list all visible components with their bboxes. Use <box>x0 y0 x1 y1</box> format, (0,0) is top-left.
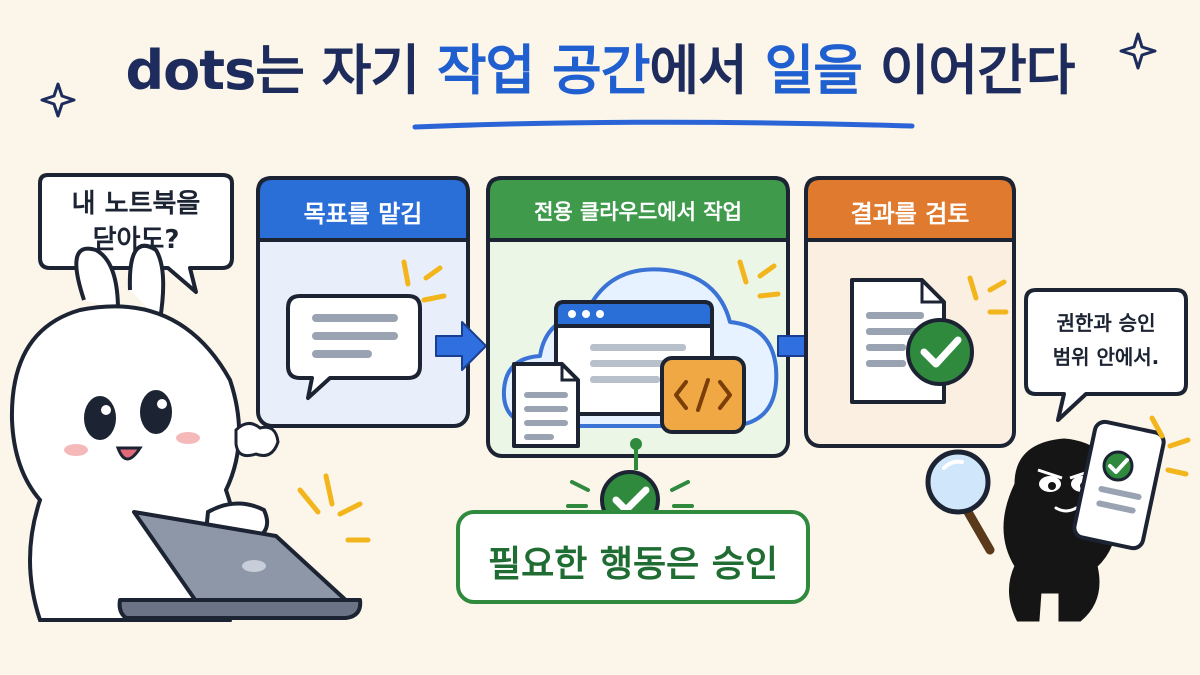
approval-box <box>456 510 810 604</box>
step-label-2: 전용 클라우드에서 작업 <box>534 200 742 224</box>
highlight-burst <box>297 473 371 543</box>
left-bubble-line: 닫아도? <box>92 225 180 255</box>
step-header-3 <box>804 176 1016 242</box>
step-panel-1 <box>256 176 470 428</box>
arrow-right-icon <box>435 321 487 371</box>
document-icon <box>512 362 580 448</box>
highlight-burst <box>967 275 1009 315</box>
title-part: dots는 자기 <box>125 39 437 102</box>
right-bubble-text: 권한과 승인 범위 안에서. <box>1028 306 1184 374</box>
right-bubble-line: 범위 안에서. <box>1052 345 1160 369</box>
title-part: 에서 <box>649 39 765 102</box>
laptop-icon <box>117 510 363 620</box>
sparkle-icon <box>1119 32 1157 70</box>
approval-label: 필요한 행동은 승인 <box>487 544 779 585</box>
highlight-burst <box>1149 415 1191 477</box>
title-part-highlight: 일을 <box>764 39 863 102</box>
check-circle-icon <box>906 318 974 386</box>
magnifier-icon <box>925 449 995 555</box>
check-circle-icon <box>1102 450 1134 482</box>
step-header-2 <box>486 176 790 242</box>
right-bubble-line: 권한과 승인 <box>1056 311 1156 335</box>
bunny-ear <box>127 243 166 321</box>
right-speech-bubble <box>1024 288 1188 422</box>
step-panel-3 <box>804 176 1016 448</box>
phone-icon <box>1072 419 1166 551</box>
sparkle-icon <box>40 82 76 118</box>
step-header-1 <box>256 176 470 242</box>
chat-icon <box>286 294 422 400</box>
left-bubble-line: 내 노트북을 <box>71 189 201 219</box>
step-label-3: 결과를 검토 <box>850 200 970 228</box>
code-icon <box>660 356 746 434</box>
black-character <box>925 419 1166 622</box>
highlight-burst <box>401 259 447 303</box>
title-underline <box>412 119 915 130</box>
step-label-1: 목표를 맡김 <box>303 200 423 228</box>
left-bubble-text: 내 노트북을 닫아도? <box>42 186 230 258</box>
title-part-highlight: 작업 공간 <box>436 39 651 102</box>
bunny-ear <box>74 246 120 311</box>
title-part: 이어간다 <box>861 39 1076 102</box>
page-title: dots는 자기 작업 공간에서 일을 이어간다 <box>0 44 1200 98</box>
highlight-burst <box>737 259 781 299</box>
step-panel-2 <box>486 176 790 458</box>
